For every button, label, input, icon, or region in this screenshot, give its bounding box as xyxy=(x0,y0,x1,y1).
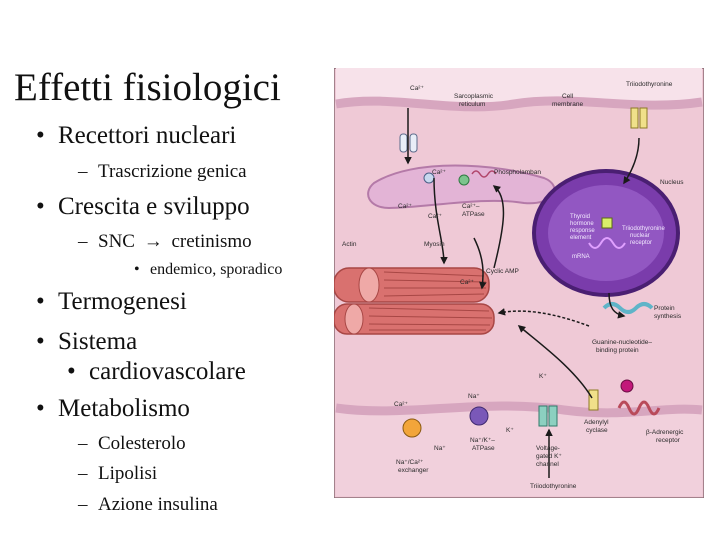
protein-synthesis-strand xyxy=(602,302,654,314)
label-phospholamban: Phospholamban xyxy=(494,169,541,176)
label-membrane: membrane xyxy=(552,101,583,108)
label-na-1: Na⁺ xyxy=(468,393,480,400)
label-ca-3: Ca²⁺ xyxy=(428,213,442,220)
label-ca-top: Ca²⁺ xyxy=(410,85,424,92)
voltage-gated-k-channel-right xyxy=(548,405,558,427)
label-cell: Cell xyxy=(562,93,574,100)
subbullet-snc-cretinismo: SNC → cretinismo xyxy=(78,231,252,253)
label-guanine-2: binding protein xyxy=(596,347,639,354)
na-k-atpase xyxy=(469,406,489,426)
bullet-recettori-nucleari: Recettori nucleari xyxy=(36,122,236,150)
label-na-ca-2: exchanger xyxy=(398,467,429,474)
label-triiodothyronine-bottom: Triiodothyronine xyxy=(530,483,577,490)
thyroid-response-element xyxy=(601,217,613,229)
label-myosin: Myosin xyxy=(424,241,445,248)
ca-atpase-pump xyxy=(458,174,470,186)
phospholamban-coil xyxy=(471,170,497,178)
cardiac-cell-figure: Ca²⁺ Sarcoplasmic reticulum Cell membran… xyxy=(334,68,704,498)
cell-membrane-top xyxy=(335,96,703,112)
label-receptor-2: nuclear xyxy=(630,233,650,239)
label-guanine-1: Guanine-nucleotide– xyxy=(592,339,652,346)
nucleus-inner xyxy=(548,185,664,281)
label-thyroid-3: response xyxy=(570,228,595,234)
myofibril-upper xyxy=(334,267,490,303)
voltage-gated-k-channel-left xyxy=(538,405,548,427)
adenylyl-cyclase xyxy=(588,389,599,411)
label-cyclic-amp: Cyclic AMP xyxy=(486,268,519,275)
label-ca-5: Ca²⁺ xyxy=(394,401,408,408)
label-actin: Actin xyxy=(342,241,357,248)
label-na-ca-1: Na⁺/Ca²⁺ xyxy=(396,459,423,466)
subbullet-lipolisi: Lipolisi xyxy=(78,463,157,485)
label-na-2: Na⁺ xyxy=(434,445,446,452)
label-receptor-1: Triiodothyronine xyxy=(622,226,665,232)
bullet-crescita-sviluppo: Crescita e sviluppo xyxy=(36,193,250,221)
label-voltage-3: channel xyxy=(536,461,559,468)
bullet-sistema: Sistema xyxy=(36,328,137,356)
label-adenylyl-2: cyclase xyxy=(586,427,608,434)
arrow-symbol: → xyxy=(143,231,163,252)
label-k-2: K⁺ xyxy=(506,427,514,434)
sarcoplasmic-reticulum xyxy=(367,164,556,210)
label-k-1: K⁺ xyxy=(539,373,547,380)
label-thyroid-1: Thyroid xyxy=(570,214,590,220)
label-adenylyl-1: Adenylyl xyxy=(584,419,609,426)
myofibril-lower xyxy=(334,303,495,335)
cretinismo-label: cretinismo xyxy=(171,231,252,252)
bullet-metabolismo: Metabolismo xyxy=(36,395,190,423)
label-nucleus: Nucleus xyxy=(660,179,684,186)
label-thyroid-2: hormone xyxy=(570,221,594,227)
label-ca-4: Ca²⁺ xyxy=(460,279,474,286)
label-triiodothyronine-top: Triiodothyronine xyxy=(626,81,673,88)
label-ca-atpase-2: ATPase xyxy=(462,211,485,218)
label-protein-2: synthesis xyxy=(654,313,682,320)
bullet-cardiovascolare-line: cardiovascolare xyxy=(67,358,246,386)
label-na-k-1: Na⁺/K⁺– xyxy=(470,437,495,444)
lower-membrane-region xyxy=(336,406,702,496)
na-ca-exchanger xyxy=(402,418,422,438)
slide-title: Effetti fisiologici xyxy=(14,66,281,109)
label-ca-1: Ca²⁺ xyxy=(432,169,446,176)
label-ca-atpase-1: Ca²⁺– xyxy=(462,203,480,210)
bullet-termogenesi: Termogenesi xyxy=(36,288,187,316)
extracellular-space xyxy=(336,68,702,102)
triiodothyronine-transporter xyxy=(630,107,648,129)
subbullet-azione-insulina: Azione insulina xyxy=(78,494,218,516)
label-protein-1: Protein xyxy=(654,305,675,312)
mrna-strand xyxy=(588,237,626,249)
label-beta-2: receptor xyxy=(656,437,681,444)
calcium-channel-top xyxy=(399,133,418,153)
beta-adrenergic-receptor xyxy=(617,400,661,416)
subsubbullet-endemico-sporadico: endemico, sporadico xyxy=(134,260,282,280)
snc-label: SNC xyxy=(98,231,135,252)
label-na-k-2: ATPase xyxy=(472,445,495,452)
label-reticulum: reticulum xyxy=(459,101,485,108)
label-mrna: mRNA xyxy=(572,254,590,260)
subbullet-colesterolo: Colesterolo xyxy=(78,433,186,455)
label-voltage-1: Voltage- xyxy=(536,445,560,452)
label-receptor-3: receptor xyxy=(630,240,652,246)
g-protein xyxy=(620,379,634,393)
label-beta-1: β-Adrenergic xyxy=(646,429,684,436)
subbullet-trascrizione-genica: Trascrizione genica xyxy=(78,161,247,183)
label-voltage-2: gated K⁺ xyxy=(536,453,562,460)
label-ca-2: Ca²⁺ xyxy=(398,203,412,210)
label-thyroid-4: element xyxy=(570,235,592,241)
label-sarcoplasmic: Sarcoplasmic xyxy=(454,93,494,100)
